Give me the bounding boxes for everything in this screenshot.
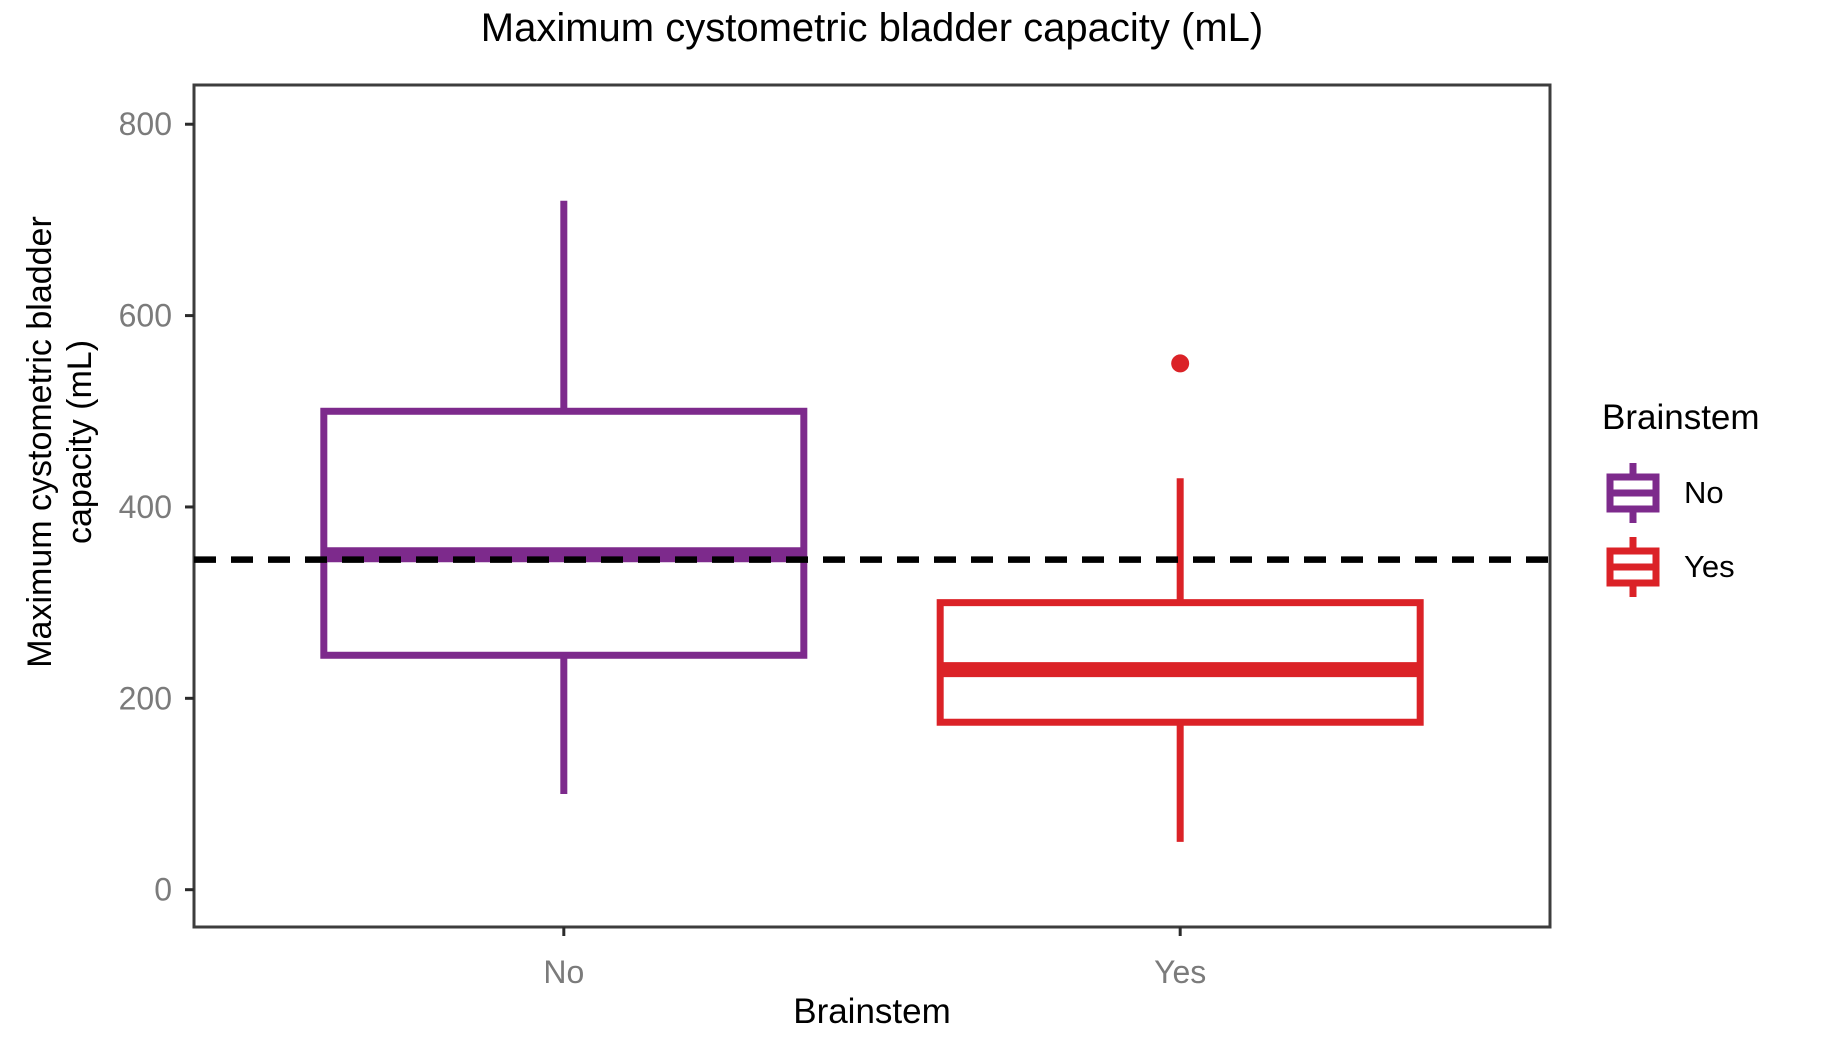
- x-axis-title: Brainstem: [793, 992, 951, 1031]
- boxplot-key-icon-no: [1606, 463, 1660, 523]
- y-tick-label: 200: [119, 680, 172, 716]
- y-tick-label: 400: [119, 489, 172, 525]
- boxplot-key-icon-yes: [1606, 537, 1660, 597]
- x-tick-label: Yes: [1154, 954, 1206, 990]
- plot-title: Maximum cystometric bladder capacity (mL…: [480, 6, 1264, 50]
- box-no: [320, 407, 808, 659]
- y-tick-label: 600: [119, 298, 172, 334]
- legend-item-yes: Yes: [1602, 534, 1820, 600]
- legend-label-no: No: [1684, 475, 1724, 510]
- y-tick-label: 0: [154, 872, 172, 908]
- legend-title: Brainstem: [1602, 398, 1760, 437]
- legend-label-yes: Yes: [1684, 549, 1735, 584]
- legend-item-no: No: [1602, 460, 1820, 526]
- outlier-point-yes: [1171, 354, 1190, 373]
- y-tick-label: 800: [119, 106, 172, 142]
- x-tick-label: No: [543, 954, 584, 990]
